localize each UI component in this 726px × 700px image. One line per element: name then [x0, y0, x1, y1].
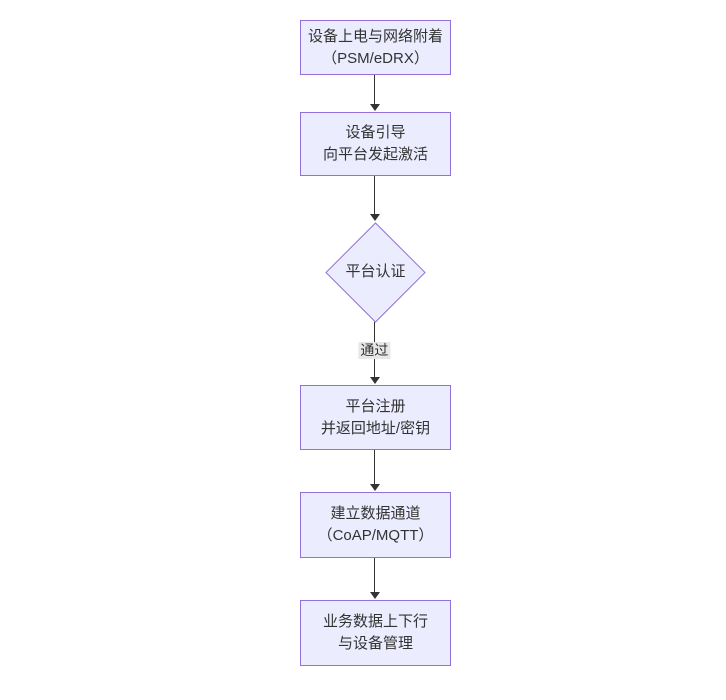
node-business-line1: 业务数据上下行	[322, 613, 428, 630]
node-register-line1: 平台注册	[345, 397, 406, 415]
node-data-channel-line2: （CoAP/MQTT）	[317, 527, 434, 544]
node-business-line2: 与设备管理	[337, 635, 413, 652]
node-platform-auth-label: 平台认证	[345, 263, 406, 280]
arrow-down-icon	[370, 592, 380, 599]
node-register-line2: 并返回地址/密钥	[320, 419, 431, 437]
edge-bootstrap-to-auth-line	[374, 176, 375, 215]
arrow-down-icon	[370, 104, 380, 111]
node-power-attach-line2: （PSM/eDRX）	[322, 49, 429, 67]
edge-register-to-channel-line	[374, 450, 375, 485]
node-power-attach-line1: 设备上电与网络附着	[307, 27, 443, 45]
arrow-down-icon	[370, 377, 380, 384]
edge-label-pass: 通过	[358, 342, 391, 359]
node-business: 业务数据上下行 与设备管理	[300, 600, 451, 666]
node-register: 平台注册 并返回地址/密钥	[300, 385, 451, 450]
arrow-down-icon	[370, 214, 380, 221]
node-power-attach: 设备上电与网络附着 （PSM/eDRX）	[300, 20, 451, 75]
node-data-channel: 建立数据通道 （CoAP/MQTT）	[300, 492, 451, 558]
node-data-channel-line1: 建立数据通道	[330, 505, 421, 522]
node-bootstrap-line1: 设备引导	[345, 124, 406, 141]
edge-channel-to-business-line	[374, 558, 375, 593]
node-bootstrap: 设备引导 向平台发起激活	[300, 112, 451, 176]
arrow-down-icon	[370, 484, 380, 491]
edge-power-to-bootstrap-line	[374, 75, 375, 105]
node-bootstrap-line2: 向平台发起激活	[322, 146, 428, 163]
